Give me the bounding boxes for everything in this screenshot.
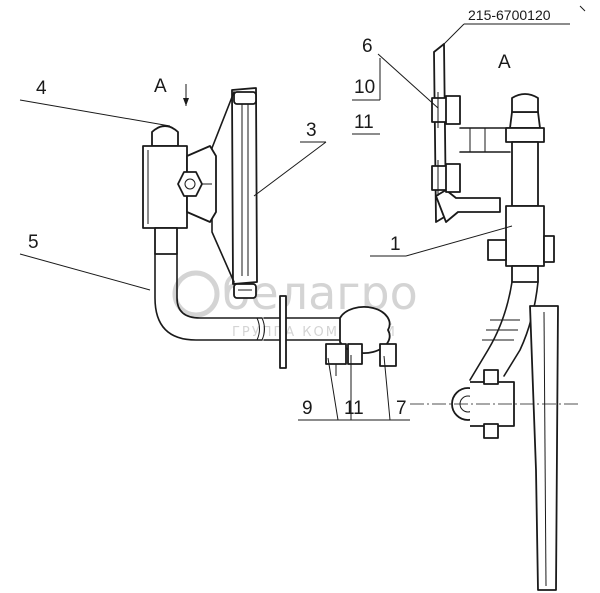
callout-10: 10 — [354, 77, 375, 98]
left-view — [19, 84, 410, 421]
pivot-and-mirror-edge — [451, 305, 559, 591]
view-marker-A: A — [154, 76, 167, 97]
labels: 215-6700120 A A 4 3 5 6 10 11 1 9 11 7 — [28, 7, 551, 419]
callout-1: 1 — [390, 234, 401, 255]
right-view-A — [352, 5, 586, 591]
clamp-part-4 — [142, 125, 217, 255]
callout-3: 3 — [306, 120, 317, 141]
callout-7: 7 — [396, 398, 407, 419]
post-part-1 — [487, 93, 555, 283]
part-number-label: 215-6700120 — [468, 7, 551, 23]
callout-5: 5 — [28, 232, 39, 253]
mirror-part-3 — [211, 87, 258, 299]
callout-11-bottom: 11 — [344, 398, 364, 419]
arm — [469, 281, 539, 381]
callout-6: 6 — [362, 36, 373, 57]
mount-plate — [431, 43, 511, 223]
left-leaders — [19, 84, 410, 421]
callout-9: 9 — [302, 398, 313, 419]
watermark-logo-icon — [172, 270, 220, 318]
callout-4: 4 — [36, 78, 47, 99]
right-leaders — [352, 5, 586, 257]
callout-11-top: 11 — [354, 112, 374, 133]
view-title-A: A — [498, 52, 511, 73]
